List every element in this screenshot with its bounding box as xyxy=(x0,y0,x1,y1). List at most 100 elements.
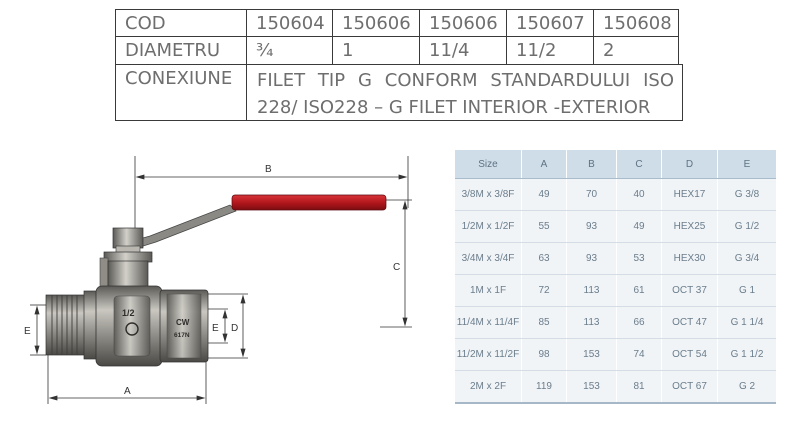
cell-b: 153 xyxy=(567,371,617,402)
header-size: Size xyxy=(455,150,522,178)
diameter-cell: 2 xyxy=(593,36,679,65)
valve-body: 1/2 xyxy=(95,285,163,367)
cell-c: 74 xyxy=(617,339,662,370)
cell-size: 1/2M x 1/2F xyxy=(455,211,522,242)
cell-b: 113 xyxy=(567,307,617,338)
header-d: D xyxy=(662,150,718,178)
cell-size: 11/4M x 11/4F xyxy=(455,307,522,338)
handle xyxy=(117,194,387,253)
table-row: 11/4M x 11/4F 85 113 66 OCT 47 G 1 1/4 xyxy=(455,307,776,339)
cell-size: 11/2M x 11/2F xyxy=(455,339,522,370)
dimension-e-right xyxy=(208,308,228,344)
cell-e: G 2 xyxy=(738,381,756,392)
cell-c: 49 xyxy=(617,211,662,242)
cell-d: HEX25 xyxy=(662,211,718,242)
conexiune-word: G xyxy=(357,70,372,91)
size-mark: 1/2 xyxy=(122,308,135,318)
conexiune-word: FILET xyxy=(257,70,306,91)
cell-d: HEX30 xyxy=(662,243,718,274)
dimension-d xyxy=(208,293,248,359)
male-thread xyxy=(45,290,99,360)
cell-d: OCT 67 xyxy=(662,371,718,402)
cell-a: 85 xyxy=(522,307,567,338)
dimension-e-left xyxy=(30,304,46,356)
cell-c: 81 xyxy=(617,371,662,402)
cell-d: OCT 47 xyxy=(662,307,718,338)
cell-a: 72 xyxy=(522,275,567,306)
table-row: 2M x 2F 119 153 81 OCT 67 G 2 xyxy=(455,371,776,404)
table-row: 3/8M x 3/8F 49 70 40 HEX17 G 3/8 xyxy=(455,179,776,211)
cell-d: OCT 37 xyxy=(662,275,718,306)
diameter-cell: ¾ xyxy=(246,36,333,65)
spec-table: COD 150604 150606 150606 150607 150608 D… xyxy=(115,9,683,121)
cell-size: 3/8M x 3/8F xyxy=(455,179,522,210)
conexiune-line-1: FILET TIP G CONFORM STANDARDULUI ISO xyxy=(257,67,674,94)
diameter-cell: 11/4 xyxy=(419,36,507,65)
label-d: D xyxy=(231,323,238,334)
table-row: 1/2M x 1/2F 55 93 49 HEX25 G 1/2 xyxy=(455,211,776,243)
code-cell: 150606 xyxy=(332,9,420,37)
label-e-left: E xyxy=(24,326,31,337)
diameter-cell: 11/2 xyxy=(506,36,594,65)
code-cell: 150604 xyxy=(246,9,333,37)
dimension-a xyxy=(47,355,207,404)
header-c: C xyxy=(617,150,662,178)
cell-size: 1M x 1F xyxy=(455,275,522,306)
header-a: A xyxy=(522,150,567,178)
cell-c: 53 xyxy=(617,243,662,274)
label-b: B xyxy=(265,164,272,175)
code-cell: 150608 xyxy=(593,9,679,37)
label-a: A xyxy=(124,386,131,397)
header-b: B xyxy=(567,150,617,178)
label-e-right: E xyxy=(212,323,219,334)
cell-e: G 3/8 xyxy=(734,189,760,200)
size-table: Size A B C D E 3/8M x 3/8F 49 70 40 HEX1… xyxy=(455,150,776,404)
cell-b: 153 xyxy=(567,339,617,370)
cell-c: 40 xyxy=(617,179,662,210)
cell-size: 2M x 2F xyxy=(455,371,522,402)
cell-b: 93 xyxy=(567,243,617,274)
cell-b: 70 xyxy=(567,179,617,210)
size-table-header: Size A B C D E xyxy=(455,150,776,179)
ball-valve-drawing: B C 1/2 xyxy=(24,156,412,404)
cell-a: 49 xyxy=(522,179,567,210)
cod-label: COD xyxy=(115,9,247,37)
cell-e: G 1 1/2 xyxy=(730,349,764,360)
conexiune-line-2: 228/ ISO228 – G FILET INTERIOR -EXTERIOR xyxy=(257,97,651,118)
conexiune-text: FILET TIP G CONFORM STANDARDULUI ISO 228… xyxy=(246,64,683,121)
cell-c: 61 xyxy=(617,275,662,306)
cell-size: 3/4M x 3/4F xyxy=(455,243,522,274)
cell-b: 93 xyxy=(567,211,617,242)
label-c: C xyxy=(393,262,400,273)
cell-d: HEX17 xyxy=(662,179,718,210)
dimension-b xyxy=(134,156,409,228)
cell-a: 55 xyxy=(522,211,567,242)
cell-d: OCT 54 xyxy=(662,339,718,370)
dimension-c xyxy=(300,199,412,328)
code-cell: 150607 xyxy=(506,9,594,37)
conexiune-word: CONFORM xyxy=(384,70,478,91)
code-cell: 150606 xyxy=(419,9,507,37)
diameter-cell: 1 xyxy=(332,36,420,65)
table-row: 1M x 1F 72 113 61 OCT 37 G 1 xyxy=(455,275,776,307)
cell-b: 113 xyxy=(567,275,617,306)
conexiune-word: STANDARDULUI xyxy=(490,70,631,91)
table-row: 3/4M x 3/4F 63 93 53 HEX30 G 3/4 xyxy=(455,243,776,275)
female-end: CW 617N xyxy=(159,289,209,363)
conexiune-word: ISO xyxy=(643,70,674,91)
cell-e: G 1 1/4 xyxy=(730,317,764,328)
cell-e: G 1 xyxy=(738,285,756,296)
table-row: 11/2M x 11/2F 98 153 74 OCT 54 G 1 1/2 xyxy=(455,339,776,371)
cell-e: G 1/2 xyxy=(734,221,760,232)
cell-e: G 3/4 xyxy=(734,253,760,264)
diametru-label: DIAMETRU xyxy=(115,36,247,65)
code-mark: 617N xyxy=(174,332,190,339)
cell-c: 66 xyxy=(617,307,662,338)
cell-a: 63 xyxy=(522,243,567,274)
cell-a: 98 xyxy=(522,339,567,370)
conexiune-word: TIP xyxy=(317,70,346,91)
conexiune-label: CONEXIUNE xyxy=(115,64,247,121)
cell-a: 119 xyxy=(522,371,567,402)
brand-mark: CW xyxy=(176,318,190,327)
header-e: E xyxy=(743,158,751,170)
